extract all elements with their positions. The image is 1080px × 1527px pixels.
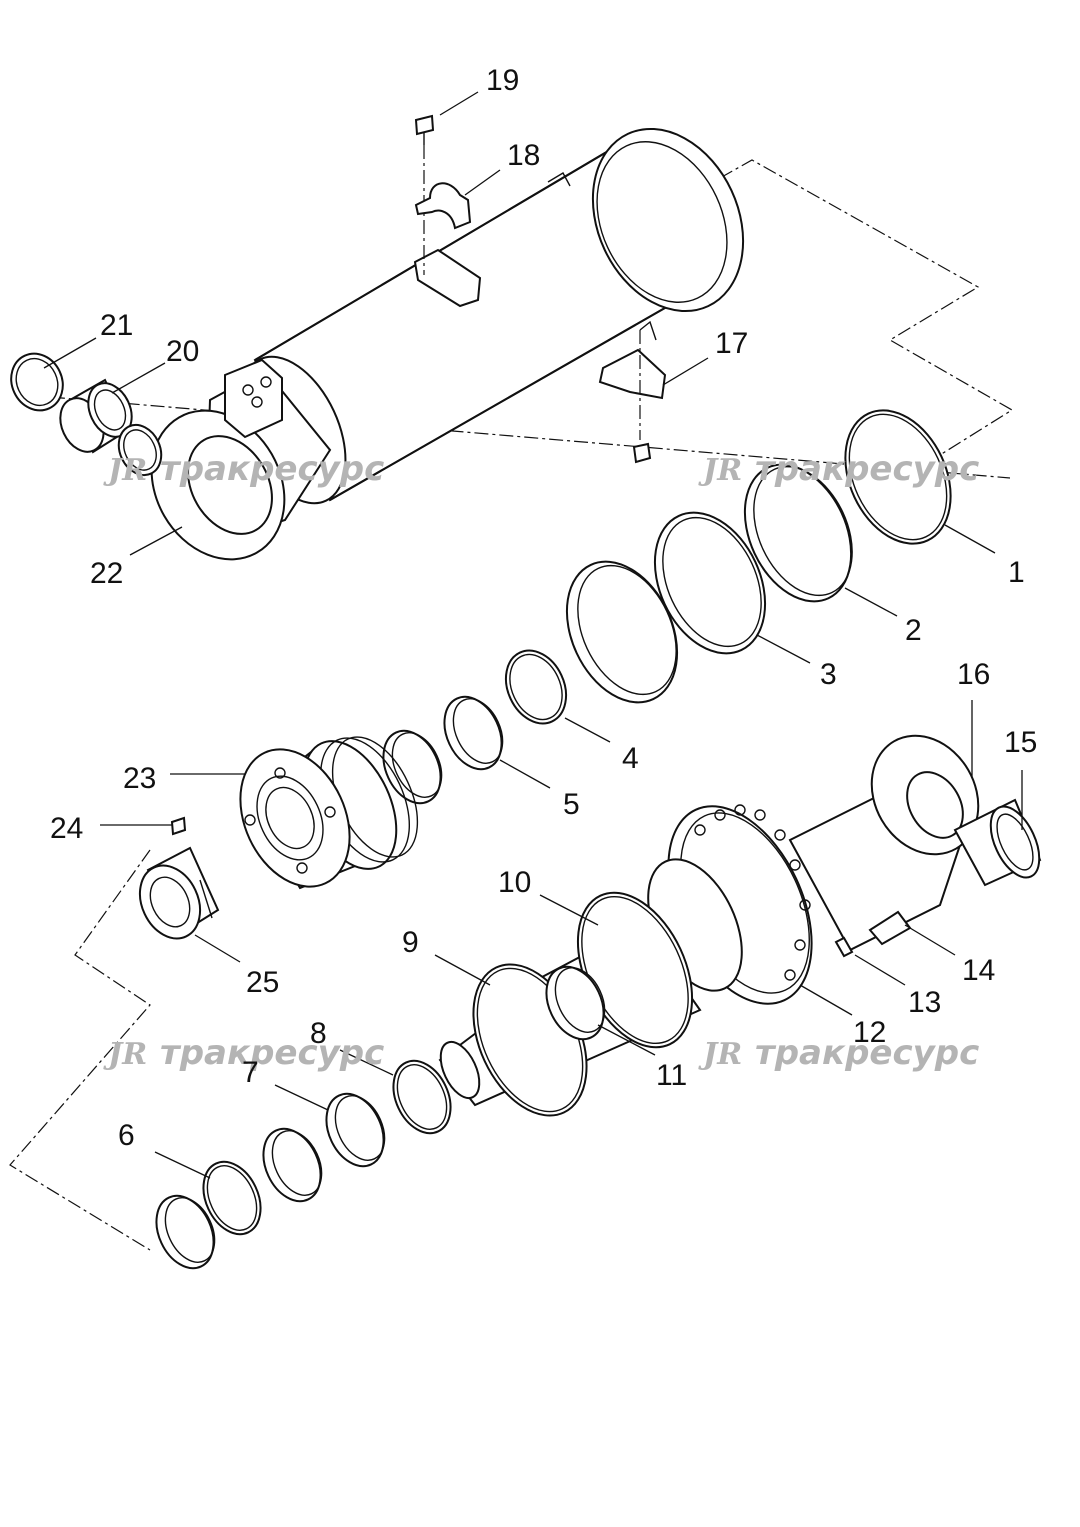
leader-lines: [43, 91, 1023, 1179]
part-label-21: 21: [100, 309, 133, 342]
watermark-logo: JR: [698, 1037, 742, 1072]
part-label-10: 10: [498, 866, 531, 899]
part-label-7: 7: [242, 1056, 259, 1089]
watermark-text: тракресурс: [160, 449, 384, 489]
piston-assembly: [138, 736, 419, 940]
watermark-bottom-right: JR тракресурс: [698, 1033, 979, 1073]
part-label-15: 15: [1004, 726, 1037, 759]
part-label-24: 24: [50, 812, 83, 845]
part-label-6: 6: [118, 1119, 135, 1152]
bushing-and-seals: [10, 352, 163, 477]
part-label-5: 5: [563, 788, 580, 821]
watermark-logo: JR: [103, 1037, 147, 1072]
watermark-logo: JR: [698, 453, 742, 488]
part-label-3: 3: [820, 658, 837, 691]
part-label-2: 2: [905, 614, 922, 647]
watermark-bottom-left: JR тракресурс: [103, 1033, 384, 1073]
part-label-16: 16: [957, 658, 990, 691]
part-label-11: 11: [656, 1059, 687, 1092]
part-label-4: 4: [622, 742, 639, 775]
assembly-lines: [9, 159, 1014, 1251]
part-label-22: 22: [90, 557, 123, 590]
part-label-12: 12: [853, 1016, 886, 1049]
part-label-20: 20: [166, 335, 199, 368]
part-label-14: 14: [962, 954, 995, 987]
watermark-logo: JR: [103, 453, 147, 488]
part-label-25: 25: [246, 966, 279, 999]
part-label-1: 1: [1008, 556, 1025, 589]
watermark-text: тракресурс: [755, 449, 979, 489]
part-label-23: 23: [123, 762, 156, 795]
watermark-text: тракресурс: [755, 1033, 979, 1073]
watermark-top-right: JR тракресурс: [698, 449, 979, 489]
piston-seals: [382, 409, 952, 805]
part-label-9: 9: [402, 926, 419, 959]
part-label-19: 19: [486, 64, 519, 97]
part-label-13: 13: [908, 986, 941, 1019]
part-label-8: 8: [310, 1017, 327, 1050]
part-labels: 1 2 3 4 5 6 7 8 9 10 11 12 13 14 15 16 1…: [50, 64, 1037, 1152]
part-label-18: 18: [507, 139, 540, 172]
part-label-17: 17: [715, 327, 748, 360]
cylinder-tube: [150, 127, 745, 561]
watermark-text: тракресурс: [160, 1033, 384, 1073]
watermark-top-left: JR тракресурс: [103, 449, 384, 489]
clamp-and-bolts: [414, 114, 652, 464]
rod-seals: [155, 891, 694, 1270]
